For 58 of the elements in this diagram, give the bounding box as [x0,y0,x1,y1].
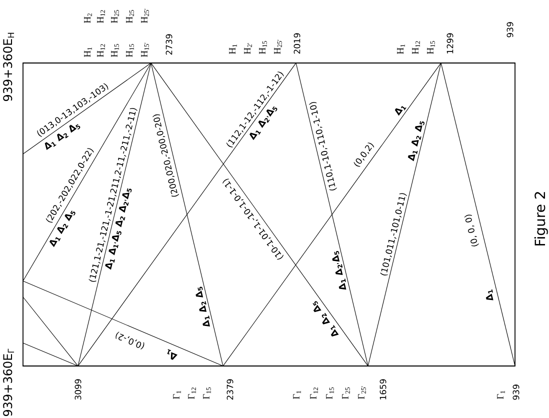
band-line [78,62,296,366]
axis-label: 939+360E$_{Γ}$ [3,348,14,416]
symmetry-label: Γ$_{25}$ [342,387,350,400]
band-line [22,62,152,282]
symmetry-label: Γ$_{1}$ [173,390,181,400]
energy-value: 1299 [446,33,454,54]
symmetry-label: Γ$_{12}$ [310,388,318,400]
energy-value: 2739 [166,34,172,55]
symmetry-label: H$_{2}$ [84,14,92,24]
figure-caption: Figure 2 [534,192,548,246]
symmetry-label: Γ$_{15}$ [326,387,334,400]
energy-value: 939 [506,22,514,38]
energy-value: 2019 [294,33,300,54]
symmetry-label: H$_{1}$ [229,44,237,54]
symmetry-label: H$_{15}$ [259,41,267,54]
symmetry-label: Δ$_{1}$ Δ$_{2}$ Δ$_{5}$ [408,121,424,162]
symmetry-label: H$_{15}$ [126,44,134,58]
symmetry-label: H$_{25'}$ [141,8,149,24]
band-line [22,62,152,154]
wave-vector-label: (0, 0, 0) [464,214,479,246]
band-line [22,296,78,366]
energy-value: 1659 [380,379,386,400]
symmetry-label: Γ$_{12}$ [188,388,196,400]
symmetry-label: H$_{25}$ [126,10,134,24]
band-line [222,62,442,366]
energy-value: 939 [512,384,520,400]
symmetry-label: H$_{25'}$ [274,40,282,54]
energy-value: 3099 [74,379,82,400]
band-line [22,280,224,366]
symmetry-label: Γ$_{1}$ [293,390,301,400]
band-line [150,62,224,366]
band-line [78,62,152,366]
symmetry-label: Γ$_{15}$ [203,387,211,400]
symmetry-label: H$_{15}$ [427,41,435,54]
symmetry-label: H$_{12}$ [97,10,105,24]
symmetry-label: H$_{1}$ [397,44,405,54]
symmetry-label: H$_{2'}$ [244,43,252,54]
symmetry-label: H$_{25}$ [111,10,119,24]
symmetry-label: Δ$_{1}$ [394,106,406,116]
symmetry-label: H$_{12}$ [97,44,105,58]
symmetry-label: Δ$_{1}$ [486,289,494,300]
axis-label: 939+360E$_{H}$ [3,32,14,102]
symmetry-label: H$_{12}$ [412,41,420,54]
symmetry-label: H$_{15}$ [111,44,119,58]
symmetry-label: Γ$_{1}$ [497,390,505,400]
symmetry-label: H$_{15'}$ [141,42,149,58]
energy-value: 2379 [226,379,234,400]
band-line [296,62,368,366]
symmetry-label: Δ$_{1}$ Δ$_{2}$ Δ$_{5}$ [196,286,210,326]
band-line [22,342,78,366]
band-line [440,62,516,366]
band-line [150,62,368,366]
symmetry-label: H$_{1}$ [84,48,92,58]
symmetry-label: Γ$_{25'}$ [358,386,366,400]
symmetry-label: Δ$_{1}$ Δ$_{2}$ Δ$_{5}$ [312,301,339,337]
symmetry-label: Δ$_{1}$ Δ$_{2'}$Δ$_{5}$ [332,250,346,290]
band-line [368,62,442,366]
symmetry-label: Δ$_{1}$ [167,349,178,360]
